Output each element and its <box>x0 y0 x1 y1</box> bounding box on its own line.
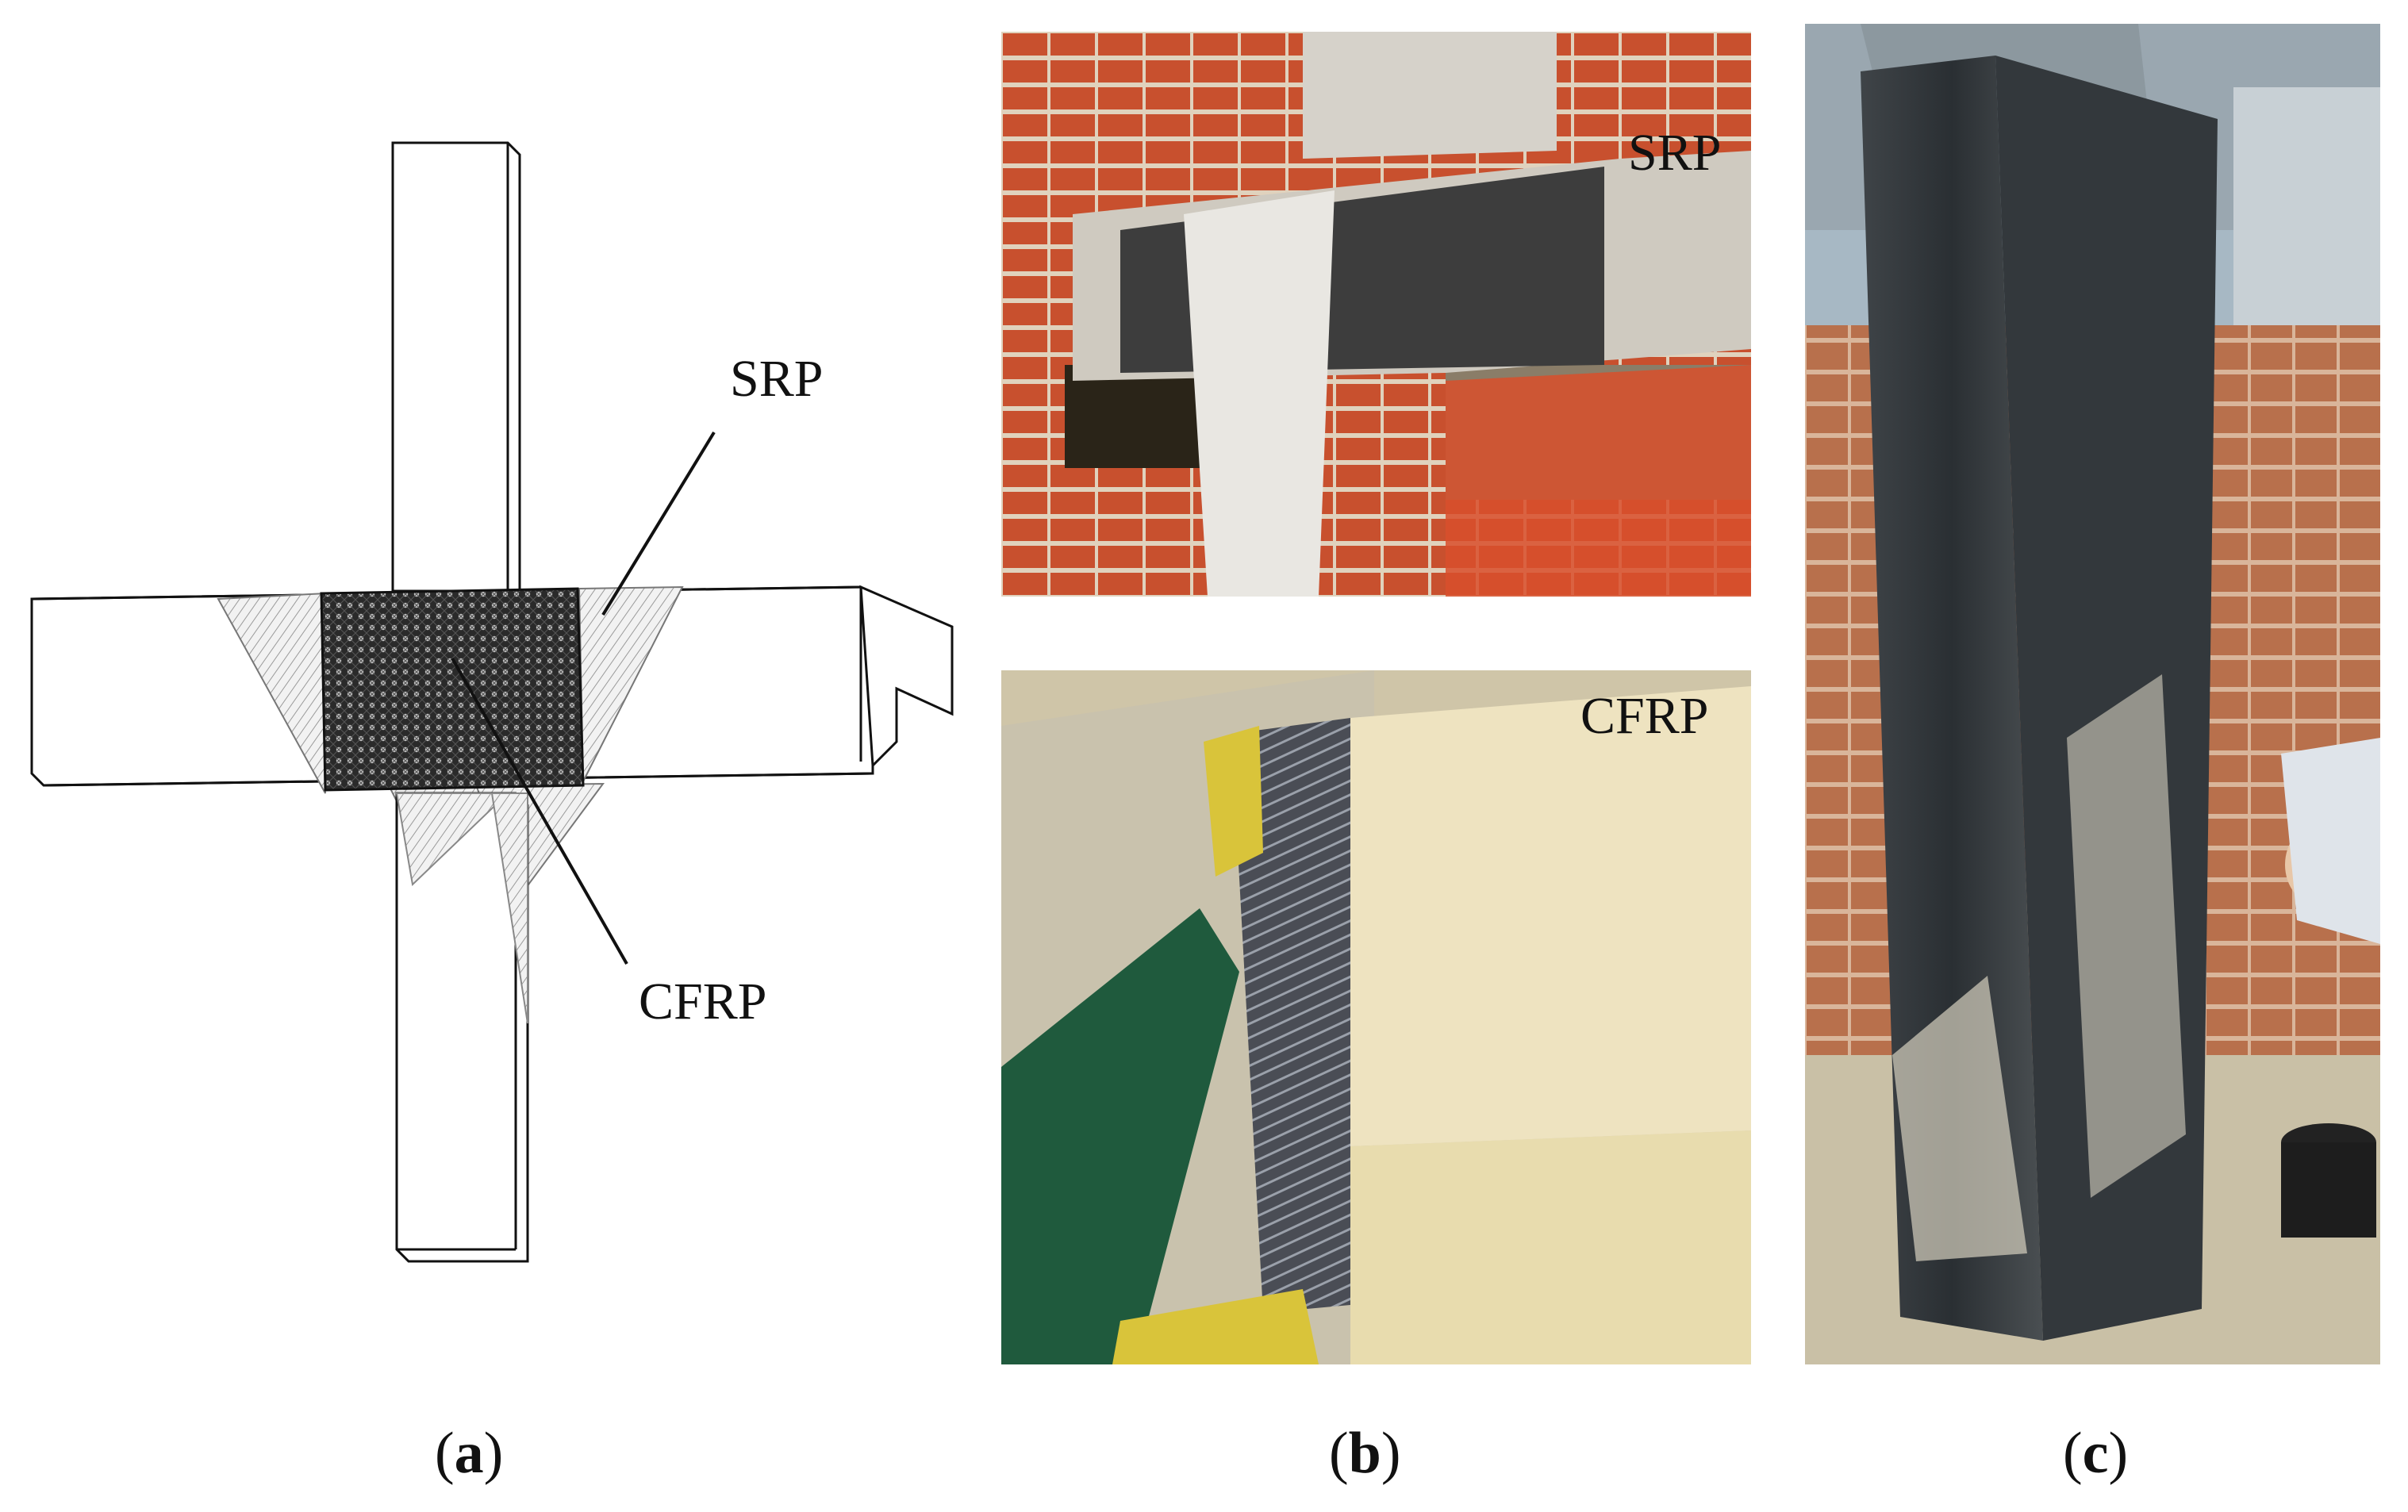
caption-a-open: ( <box>435 1421 455 1486</box>
cfrp-label: CFRP <box>639 973 767 1030</box>
srp-photo-label: SRP <box>1628 124 1722 182</box>
photo-cfrp-joint: CFRP <box>1001 670 1751 1364</box>
srp-label: SRP <box>730 350 824 408</box>
cfrp-photo-label: CFRP <box>1580 687 1709 745</box>
column-upper <box>391 141 521 604</box>
caption-a-letter: a <box>454 1421 484 1486</box>
beam-column-joint-drawing <box>30 141 954 1263</box>
caption-a-close: ) <box>483 1421 504 1486</box>
srp-leader-line <box>601 431 716 616</box>
caption-b-open: ( <box>1329 1421 1349 1486</box>
caption-a: (a) <box>435 1420 503 1487</box>
wrapped-column-illustration <box>1805 24 2380 1364</box>
caption-b-close: ) <box>1381 1421 1401 1486</box>
srp-photo-illustration <box>1001 32 1751 597</box>
caption-c: (c) <box>2063 1420 2128 1487</box>
caption-c-letter: c <box>2082 1421 2109 1486</box>
caption-b: (b) <box>1329 1420 1400 1487</box>
caption-c-close: ) <box>2108 1421 2129 1486</box>
photo-srp-joint: SRP <box>1001 32 1751 597</box>
photo-wrapped-column <box>1805 24 2380 1364</box>
caption-c-open: ( <box>2063 1421 2083 1486</box>
cfrp-wrap <box>320 587 585 792</box>
panel-a-drawing: SRP CFRP <box>0 0 976 1349</box>
cfrp-photo-illustration <box>1001 670 1751 1364</box>
cfrp-leader-line <box>451 658 628 965</box>
lower-column-strips <box>395 792 528 1024</box>
caption-b-letter: b <box>1348 1421 1381 1486</box>
